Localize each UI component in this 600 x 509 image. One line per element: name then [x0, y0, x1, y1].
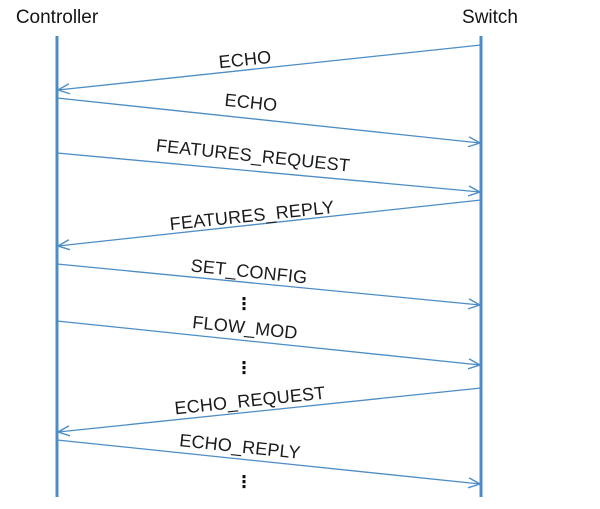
ellipsis-separator: ⋮: [235, 294, 253, 315]
message-arrow-echo-request: [56, 387, 482, 437]
ellipsis-separator: ⋮: [235, 472, 253, 493]
message-arrow-set-config: [56, 263, 482, 310]
participant-label-controller: Controller: [15, 7, 99, 28]
message-arrow-features-request: [56, 152, 482, 197]
message-arrow-echo-to-switch: [56, 97, 482, 148]
message-arrow-flow-mod: [56, 320, 482, 370]
message-arrow-echo-reply: [56, 439, 482, 489]
participant-label-switch: Switch: [462, 7, 518, 28]
message-arrow-echo-to-controller: [56, 44, 482, 95]
ellipsis-separator: ⋮: [235, 358, 253, 379]
message-arrow-features-reply: [56, 199, 482, 251]
